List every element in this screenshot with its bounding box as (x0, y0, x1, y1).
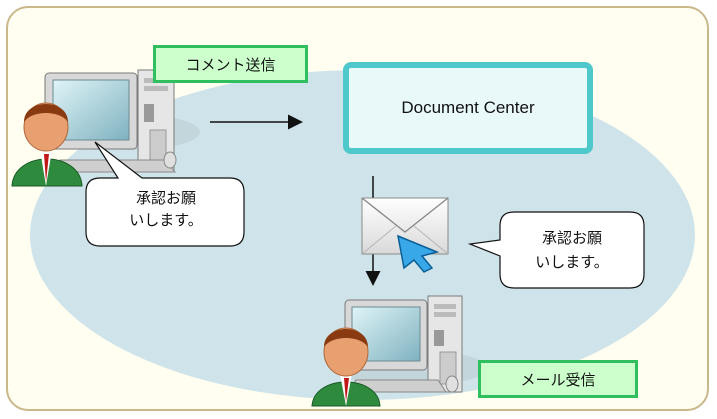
sender-computer-icon (44, 69, 200, 173)
sender-bubble-text: 承認お願 いします。 (96, 187, 236, 231)
sender-speech-bubble (85, 141, 245, 247)
send-comment-label: コメント送信 (153, 45, 308, 83)
cursor-icon (397, 234, 440, 273)
mail-bubble-text: 承認お願 いします。 (504, 226, 640, 274)
sender-person-icon (11, 102, 83, 187)
document-center-label: Document Center (401, 98, 535, 117)
sender-bubble-line-1: 承認お願 (135, 189, 196, 207)
receive-mail-label: メール受信 (478, 360, 638, 398)
mail-speech-bubble (467, 211, 645, 289)
sender-bubble-line-2: いします。 (129, 211, 203, 229)
receiver-person-icon (311, 327, 381, 407)
mail-bubble-line-2: いします。 (535, 253, 609, 271)
mail-bubble-line-1: 承認お願 (541, 229, 602, 247)
document-center-box: Document Center (343, 62, 593, 154)
